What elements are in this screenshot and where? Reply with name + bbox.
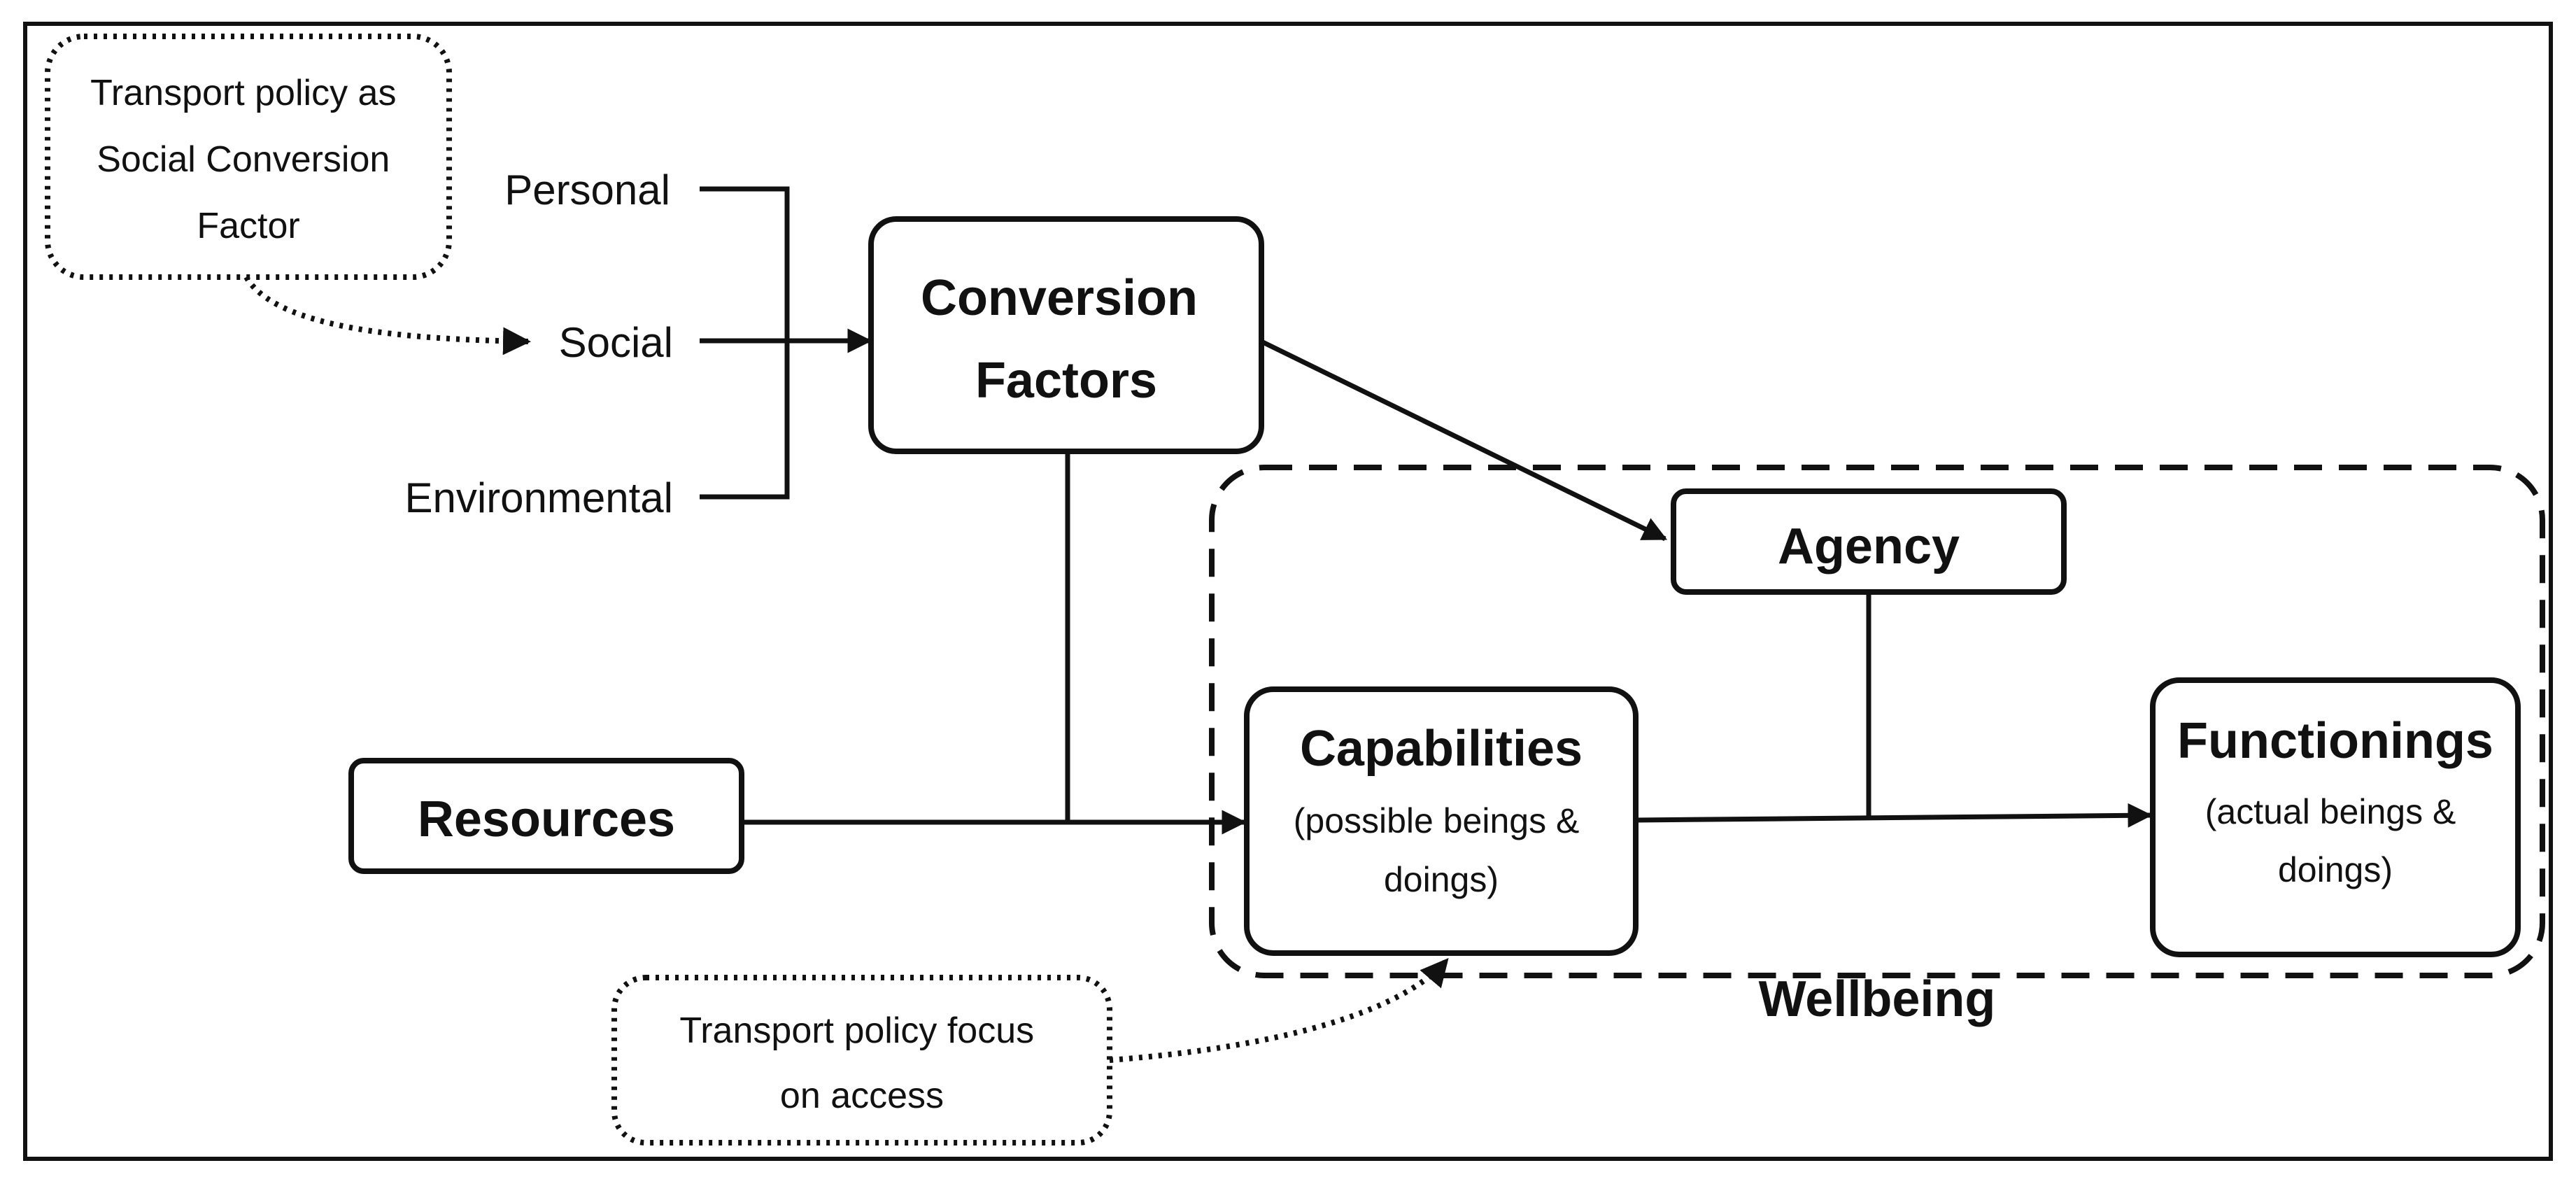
note-social-line-3: Factor [197, 206, 299, 246]
note-access-line-2: on access [780, 1076, 944, 1116]
note-social-conversion-text: Transport policy as Social Conversion Fa… [90, 73, 406, 246]
capabilities-sub-line-2: doings) [1384, 860, 1499, 899]
functionings-sub-line-2: doings) [2278, 850, 2393, 889]
note-social-connector [243, 275, 531, 355]
resources-box [348, 758, 744, 874]
capabilities-title: Capabilities [1300, 721, 1583, 777]
functionings-subtitle: (actual beings & doings) [2205, 792, 2465, 889]
note-access [611, 975, 1112, 1146]
wellbeing-label: Wellbeing [1759, 971, 1996, 1027]
outer-frame [23, 22, 2553, 1161]
conversion-factors-line-2: Factors [975, 353, 1157, 409]
capabilities-sub-line-1: (possible beings & [1294, 801, 1580, 840]
note-social-line-2: Social Conversion [97, 139, 390, 180]
note-social-line-1: Transport policy as [90, 73, 396, 113]
functionings-box [2150, 677, 2521, 957]
functionings-title: Functionings [2177, 713, 2493, 769]
input-social: Social [559, 319, 673, 366]
capabilities-box [1244, 686, 1639, 956]
resources-label: Resources [418, 791, 675, 847]
note-access-line-1: Transport policy focus [679, 1010, 1034, 1051]
note-access-text: Transport policy focus on access [679, 1010, 1044, 1116]
agency-label: Agency [1778, 519, 1960, 575]
input-personal: Personal [504, 167, 670, 213]
conversion-factors-box [868, 216, 1264, 454]
conversion-factors-label: Conversion Factors [921, 270, 1212, 409]
capabilities-to-functionings-arrow [1635, 803, 2153, 828]
functionings-sub-line-1: (actual beings & [2205, 792, 2456, 831]
conversion-factors-line-1: Conversion [921, 270, 1198, 326]
conversion-to-agency-arrow [1260, 339, 1668, 542]
capabilities-subtitle: (possible beings & doings) [1294, 801, 1589, 899]
input-environmental: Environmental [404, 474, 673, 521]
note-access-connector [1109, 957, 1450, 1063]
